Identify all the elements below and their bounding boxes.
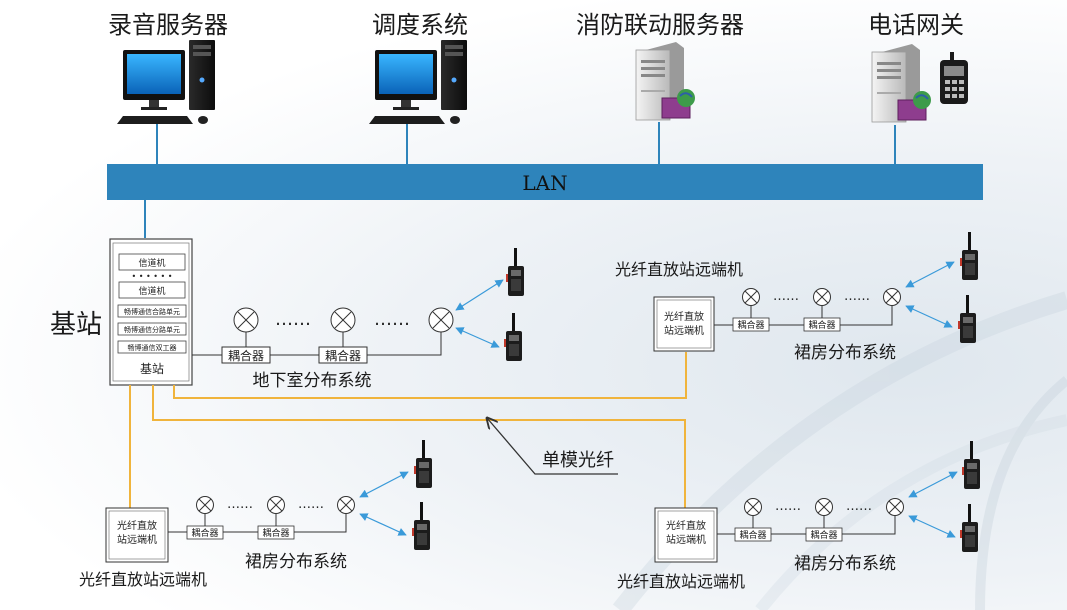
fiber-label: 单模光纤: [542, 450, 614, 471]
lan-uplinks: [144, 122, 896, 238]
channel-unit-1: [118, 253, 186, 271]
combiner-unit: [117, 304, 187, 318]
repeater-label-line1: 光纤直放: [666, 519, 706, 532]
handheld-radio-icon: [960, 232, 978, 280]
combiner-unit-label: 畅博通信合路单元: [124, 307, 180, 316]
repeater-label-line2: 站远端机: [666, 533, 706, 546]
handheld-radio-icon: [958, 295, 976, 343]
podium-system-label: 裙房分布系统: [245, 552, 347, 572]
mobile-phone-icon: [940, 52, 968, 104]
repeater-label-line1: 光纤直放: [117, 519, 157, 532]
repeater-caption: 光纤直放站远端机: [617, 572, 745, 591]
fire-linkage-server[interactable]: 消防联动服务器: [576, 11, 744, 121]
antenna-icon: [886, 498, 904, 516]
coupler-label: 耦合器: [262, 527, 289, 539]
antenna-icon: [233, 307, 259, 333]
podium-distribution-a: …… …… 耦合器 耦合器 裙房分布系统: [714, 232, 978, 363]
handheld-radio-icon: [414, 440, 432, 488]
repeater-top-right[interactable]: 光纤直放站远端机 光纤直放 站远端机: [615, 260, 743, 352]
coupler-label: 耦合器: [191, 527, 218, 539]
base-station-label: 基站: [50, 310, 102, 340]
dispatch-system-label: 调度系统: [372, 11, 468, 39]
coupler-label: 耦合器: [810, 529, 837, 541]
repeater-bottom-left[interactable]: 光纤直放 站远端机 光纤直放站远端机: [79, 507, 207, 589]
single-mode-fiber: [129, 352, 687, 508]
telephone-gateway-label: 电话网关: [868, 11, 964, 39]
channel-unit-1-label: 信道机: [138, 257, 165, 269]
server-icon: [871, 43, 932, 123]
handheld-radio-icon: [506, 248, 524, 296]
antenna-icon: [428, 307, 454, 333]
fire-linkage-server-label: 消防联动服务器: [576, 11, 744, 39]
server-icon: [635, 41, 696, 121]
podium-distribution-c: …… …… 耦合器 耦合器 裙房分布系统: [717, 441, 980, 574]
splitter-unit-label: 畅博通信分路单元: [124, 325, 180, 334]
ellipsis: ……: [275, 309, 311, 330]
basement-distribution: …… …… 耦合器 耦合器 地下室分布系统: [192, 248, 524, 391]
coupler: [221, 346, 271, 364]
base-station-bottom-label: 基站: [140, 362, 164, 376]
duplexer-unit-label: 畅博通信双工器: [128, 343, 177, 352]
podium-system-label: 裙房分布系统: [794, 554, 896, 574]
desktop-computer-icon: [117, 40, 215, 124]
coupler: [803, 317, 841, 332]
coupler: [318, 346, 368, 364]
antenna-icon: [267, 496, 285, 514]
repeater-label-line1: 光纤直放: [664, 310, 704, 323]
repeater-label-line2: 站远端机: [664, 324, 704, 337]
desktop-computer-icon: [369, 40, 467, 124]
duplexer-unit: [117, 340, 187, 354]
handheld-radio-icon: [960, 504, 978, 552]
coupler: [257, 525, 295, 540]
base-station[interactable]: 基站 信道机 • • • • • • 信道机 畅博通信合路单元 畅博通信分路单元…: [50, 238, 193, 386]
coupler-label: 耦合器: [808, 319, 835, 331]
ellipsis: ……: [227, 497, 253, 512]
antenna-icon: [742, 288, 760, 306]
coupler: [186, 525, 224, 540]
lan-label: LAN: [522, 171, 567, 195]
handheld-radio-icon: [412, 502, 430, 550]
repeater-caption: 光纤直放站远端机: [79, 570, 207, 589]
coupler: [734, 527, 772, 542]
splitter-unit: [117, 322, 187, 336]
coupler-label: 耦合器: [325, 348, 361, 363]
coupler: [805, 527, 843, 542]
ellipsis: ……: [773, 289, 799, 304]
channel-unit-2-label: 信道机: [138, 285, 165, 297]
coupler-label: 耦合器: [228, 348, 264, 363]
handheld-radio-icon: [504, 313, 522, 361]
antenna-icon: [813, 288, 831, 306]
recording-server-label: 录音服务器: [108, 11, 228, 39]
ellipsis: ……: [846, 499, 872, 514]
antenna-icon: [337, 496, 355, 514]
antenna-icon: [744, 498, 762, 516]
podium-distribution-b: …… …… 耦合器 耦合器 裙房分布系统: [168, 440, 432, 572]
ellipsis: ……: [298, 497, 324, 512]
coupler-label: 耦合器: [737, 319, 764, 331]
channel-unit-2: [118, 281, 186, 299]
basement-system-label: 地下室分布系统: [253, 371, 372, 391]
repeater-label-line2: 站远端机: [117, 533, 157, 546]
telephone-gateway[interactable]: 电话网关: [868, 11, 968, 123]
channel-unit-ellipsis: • • • • • •: [131, 272, 172, 281]
dispatch-system[interactable]: 调度系统: [369, 11, 468, 124]
antenna-icon: [815, 498, 833, 516]
antenna-icon: [196, 496, 214, 514]
lan-bus: LAN: [107, 164, 983, 200]
antenna-icon: [330, 307, 356, 333]
coupler-label: 耦合器: [739, 529, 766, 541]
fiber-annotation: 单模光纤: [487, 418, 618, 475]
recording-server[interactable]: 录音服务器: [108, 11, 228, 124]
ellipsis: ……: [775, 499, 801, 514]
ellipsis: ……: [844, 289, 870, 304]
repeater-caption: 光纤直放站远端机: [615, 260, 743, 279]
coupler: [732, 317, 770, 332]
antenna-icon: [883, 288, 901, 306]
podium-system-label: 裙房分布系统: [794, 343, 896, 363]
ellipsis: ……: [374, 309, 410, 330]
repeater-bottom-right[interactable]: 光纤直放 站远端机 光纤直放站远端机: [617, 507, 745, 591]
